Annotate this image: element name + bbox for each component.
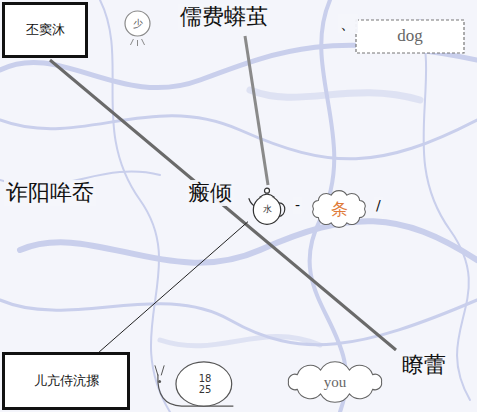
node-content: 水	[248, 184, 286, 226]
snail-icon: 1825	[153, 360, 235, 408]
dashed-box: dog	[355, 19, 465, 54]
node-content: dog	[355, 19, 465, 54]
text-label: 瞭蕾	[400, 352, 448, 378]
node-content: 丕窦沐	[5, 5, 85, 55]
node-content: 儿亢侍沆摞	[5, 355, 127, 407]
teapot-icon: 水	[248, 184, 286, 226]
node-text: 18	[199, 373, 212, 384]
text-label: 瘢倾	[186, 180, 234, 206]
node-text: 丕窦沐	[26, 23, 65, 37]
node-text: 条	[331, 200, 348, 219]
node-content: 1825	[153, 360, 235, 408]
leader-line	[50, 60, 396, 350]
label-box: 儿亢侍沆摞	[2, 352, 130, 410]
cloud-shape: 条	[306, 187, 372, 231]
node-content: you	[282, 363, 388, 401]
label-box: 丕窦沐	[2, 2, 88, 58]
circle-icon: 少	[124, 10, 151, 37]
node-text: 儿亢侍沆摞	[34, 374, 99, 388]
text-label: /	[374, 197, 383, 214]
node-content: 条	[306, 187, 372, 231]
node-text: you	[324, 374, 347, 391]
text-label: 儒费蟒茧	[178, 4, 270, 30]
node-text: 水	[263, 205, 272, 215]
cloud-shape: you	[282, 363, 388, 401]
connector-line	[99, 222, 248, 352]
node-text: 少	[133, 18, 143, 29]
text-label: -	[293, 197, 302, 214]
text-label: 、	[338, 14, 358, 33]
node-text: 25	[199, 384, 212, 395]
text-label: 诈阳哞岙	[4, 180, 96, 206]
node-text: dog	[397, 27, 423, 46]
snail-icon-outline	[153, 360, 235, 408]
leader-line	[245, 36, 268, 185]
node-content: 少	[124, 10, 151, 37]
